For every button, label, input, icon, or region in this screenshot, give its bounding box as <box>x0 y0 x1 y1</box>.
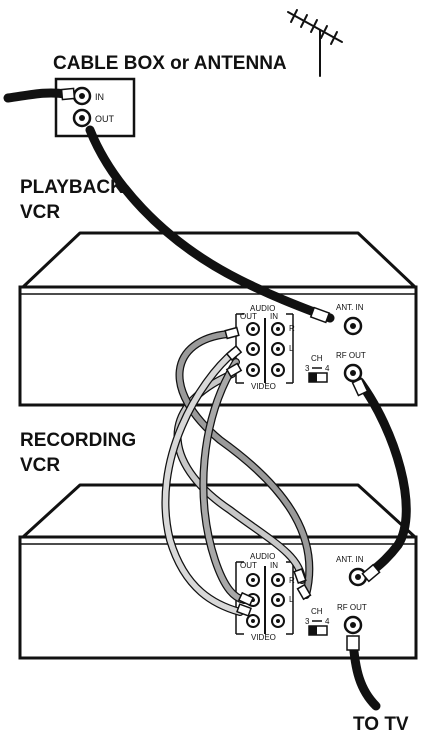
playback-out-label: OUT <box>240 312 257 321</box>
source-in-label: IN <box>95 92 104 102</box>
recording-out-label: OUT <box>240 561 257 570</box>
recording-ch4-label: 4 <box>325 617 330 626</box>
av-cables <box>161 326 314 617</box>
playback-ch4-label: 4 <box>325 364 330 373</box>
recording-video-label: VIDEO <box>251 633 276 642</box>
incoming-cable <box>3 87 76 103</box>
source-label: CABLE BOX or ANTENNA <box>53 53 287 74</box>
recording-ch3-label: 3 <box>305 617 310 626</box>
recording-vcr: AUDIO OUT IN R L VIDEO ANT. IN RF OUT CH… <box>18 483 418 660</box>
recording-label-line1: RECORDING <box>20 430 136 451</box>
recording-ch-label: CH <box>311 607 323 616</box>
playback-ch3-label: 3 <box>305 364 310 373</box>
coax-cables <box>85 125 411 711</box>
playback-audio-label: AUDIO <box>250 304 275 313</box>
playback-label-line1: PLAYBACK <box>20 177 124 198</box>
playback-r-label: R <box>289 324 295 333</box>
playback-rf-out-label: RF OUT <box>336 351 366 360</box>
recording-l-label: L <box>289 595 294 604</box>
playback-l-label: L <box>289 344 294 353</box>
antenna-icon <box>287 9 343 77</box>
to-tv-label: TO TV <box>353 714 409 735</box>
recording-in-label: IN <box>270 561 278 570</box>
recording-ch-switch-icon <box>308 620 328 636</box>
playback-label-line2: VCR <box>20 202 60 223</box>
playback-ant-in-label: ANT. IN <box>336 303 364 312</box>
source-out-label: OUT <box>95 114 115 124</box>
recording-rf-out-label: RF OUT <box>337 603 367 612</box>
playback-in-label: IN <box>270 312 278 321</box>
playback-video-label: VIDEO <box>251 382 276 391</box>
recording-audio-label: AUDIO <box>250 552 275 561</box>
playback-ch-label: CH <box>311 354 323 363</box>
playback-ch-switch-icon <box>308 367 328 383</box>
source-box: IN OUT <box>54 77 136 138</box>
recording-label-line2: VCR <box>20 455 60 476</box>
recording-ant-in-label: ANT. IN <box>336 555 364 564</box>
recording-r-label: R <box>289 576 295 585</box>
